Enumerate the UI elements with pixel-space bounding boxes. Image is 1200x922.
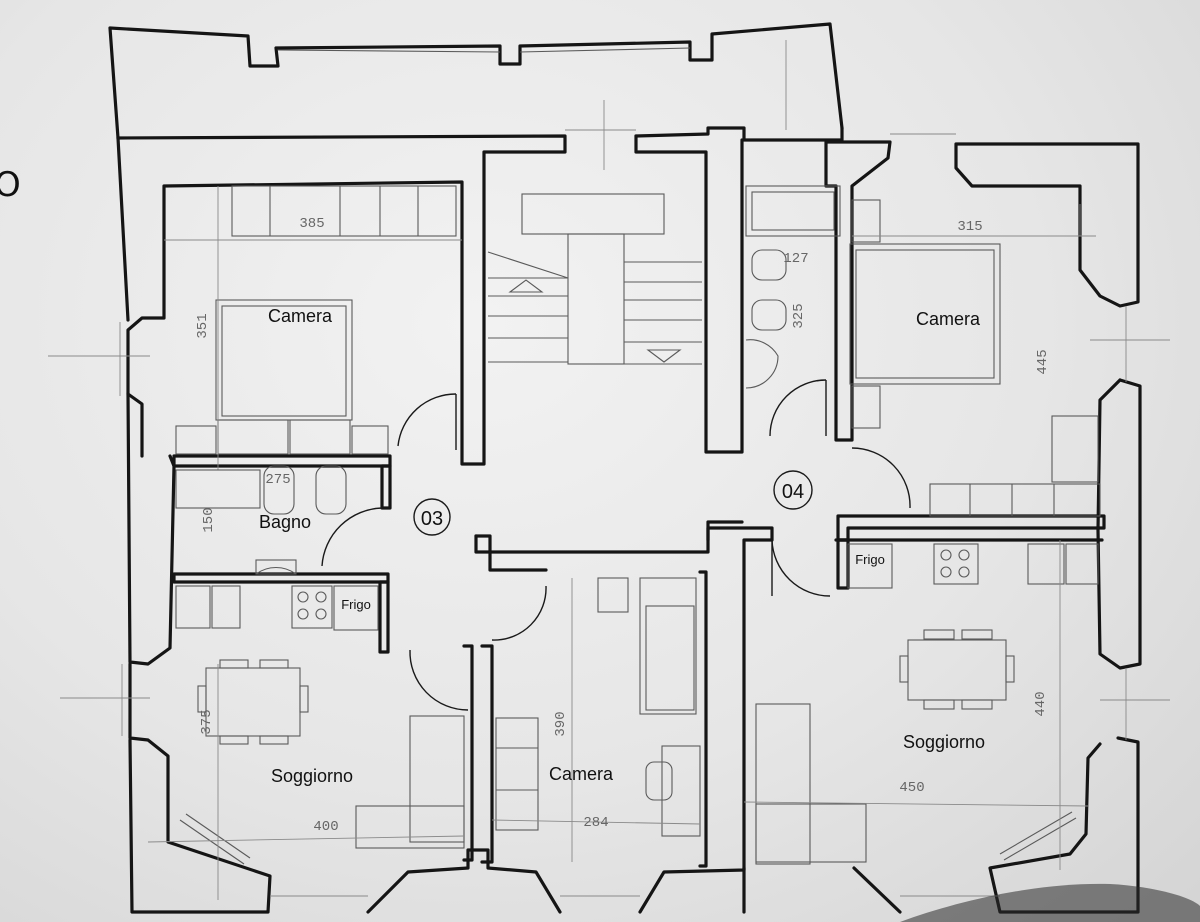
- room-label-soggiorno-right: Soggiorno: [903, 732, 985, 752]
- room-label-bagno: Bagno: [259, 512, 311, 532]
- dining-table-icon: [205, 667, 301, 737]
- fridge-icon: [333, 585, 379, 631]
- fridge-label-left: Frigo: [341, 597, 371, 612]
- room-label-camera-middle: Camera: [549, 764, 614, 784]
- dimension-275: 275: [265, 472, 290, 488]
- stove-icon: [933, 543, 979, 585]
- dimension-325: 325: [791, 303, 807, 328]
- double-bed-icon: [849, 243, 1001, 385]
- sofa-icon: [409, 715, 465, 843]
- dimension-450: 450: [899, 780, 924, 796]
- dining-table-icon: [907, 639, 1007, 701]
- unit-04-circle: [773, 470, 813, 510]
- sofa-icon: [755, 703, 811, 865]
- windows: [48, 100, 1170, 897]
- unit-03-label: 03: [421, 508, 443, 530]
- dimension-385: 385: [299, 216, 324, 232]
- dimension-284: 284: [583, 815, 608, 831]
- staircase: [487, 193, 702, 365]
- dimension-315: 315: [957, 219, 982, 235]
- fixture-labels: Frigo Frigo: [341, 552, 885, 612]
- edge-mark: O: [0, 165, 21, 205]
- dimension-445: 445: [1035, 349, 1051, 374]
- unit-03-circle: [413, 498, 451, 536]
- interior-walls: [172, 454, 1106, 868]
- doors: [321, 379, 911, 711]
- corner-shadow: [900, 883, 1200, 922]
- fridge-label-right: Frigo: [855, 552, 885, 567]
- dimension-375: 375: [199, 709, 215, 734]
- room-labels: Camera Camera Bagno Soggiorno Camera Sog…: [259, 306, 985, 786]
- fridge-icon: [847, 543, 893, 589]
- dimension-127: 127: [783, 251, 808, 267]
- unit-markers: 03 04: [413, 470, 813, 536]
- top-balcony: [108, 22, 844, 140]
- unit-04-label: 04: [782, 481, 804, 503]
- toilet-icon: [745, 339, 779, 389]
- furniture-unit-04: [743, 185, 1101, 870]
- furniture-middle-camera: [491, 577, 701, 862]
- furniture-unit-03: [147, 185, 465, 900]
- office-chair-icon: [645, 761, 673, 801]
- room-label-camera-right: Camera: [916, 309, 981, 329]
- exterior-walls: [116, 126, 1142, 914]
- dimensions: 385 351 275 150 375 400 390 284 127 325 …: [195, 216, 1051, 835]
- stove-icon: [291, 585, 333, 629]
- dimension-440: 440: [1033, 691, 1049, 716]
- single-bed-icon: [639, 577, 697, 715]
- room-label-camera-left: Camera: [268, 306, 333, 326]
- dimension-150: 150: [201, 507, 217, 532]
- dimension-400: 400: [313, 819, 338, 835]
- desk-icon: [661, 745, 701, 837]
- dimension-390: 390: [553, 711, 569, 736]
- dimension-351: 351: [195, 313, 211, 338]
- room-label-soggiorno-left: Soggiorno: [271, 766, 353, 786]
- bathtub-icon: [745, 185, 841, 237]
